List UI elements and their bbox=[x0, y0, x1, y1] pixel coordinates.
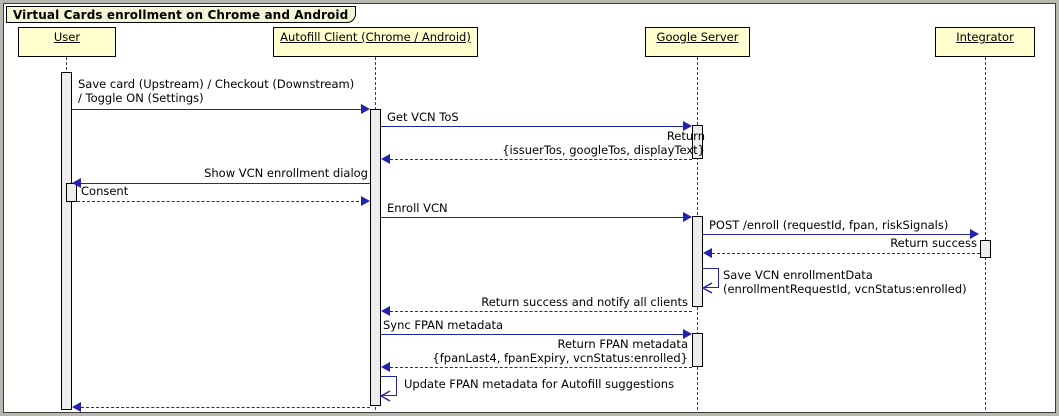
message-label-4: Show VCN enrollment dialog bbox=[204, 166, 368, 180]
message-arrowhead-13 bbox=[379, 390, 391, 402]
message-arrowhead-1 bbox=[361, 104, 370, 114]
message-label-8: Return success bbox=[890, 236, 977, 250]
participant-google-server-label: Google Server bbox=[656, 30, 739, 44]
diagram-title: Virtual Cards enrollment on Chrome and A… bbox=[6, 6, 357, 23]
message-arrowhead-11 bbox=[683, 329, 692, 339]
message-label-12: Return FPAN metadata {fpanLast4, fpanExp… bbox=[432, 337, 688, 365]
activation-server-sync bbox=[692, 333, 703, 367]
participant-google-server[interactable]: Google Server bbox=[645, 27, 750, 57]
message-line-5 bbox=[77, 201, 364, 202]
message-line-10 bbox=[390, 311, 692, 312]
message-label-9: Save VCN enrollmentData (enrollmentReque… bbox=[723, 268, 967, 296]
message-arrowhead-10 bbox=[381, 306, 390, 316]
message-arrowhead-2 bbox=[683, 121, 692, 131]
message-line-1 bbox=[72, 109, 364, 110]
message-label-1: Save card (Upstream) / Checkout (Downstr… bbox=[78, 77, 355, 105]
message-selfloop-9 bbox=[703, 268, 719, 288]
message-line-11 bbox=[381, 334, 683, 335]
lifeline-integrator bbox=[985, 57, 986, 410]
message-label-6: Enroll VCN bbox=[387, 201, 448, 215]
participant-user-label: User bbox=[53, 30, 81, 44]
activation-server-enroll bbox=[692, 216, 703, 307]
participant-integrator-label: Integrator bbox=[956, 30, 1014, 44]
message-arrowhead-12 bbox=[381, 362, 390, 372]
message-arrowhead-5 bbox=[361, 196, 370, 206]
message-label-7: POST /enroll (requestId, fpan, riskSigna… bbox=[709, 218, 949, 232]
message-line-6 bbox=[381, 217, 683, 218]
activation-client-main bbox=[370, 109, 381, 406]
message-line-12 bbox=[390, 367, 692, 368]
message-label-10: Return success and notify all clients bbox=[481, 295, 688, 309]
message-arrowhead-3 bbox=[381, 154, 390, 164]
message-selfloop-13 bbox=[381, 376, 397, 396]
diagram-inner-frame bbox=[3, 3, 1056, 413]
participant-autofill-client-label: Autofill Client (Chrome / Android) bbox=[280, 30, 471, 44]
message-label-3: Return {issuerTos, googleTos, displayTex… bbox=[502, 129, 705, 157]
participant-user[interactable]: User bbox=[18, 27, 116, 57]
message-label-11: Sync FPAN metadata bbox=[383, 318, 504, 332]
activation-user-consent bbox=[66, 183, 77, 202]
message-label-2: Get VCN ToS bbox=[387, 110, 459, 124]
message-arrowhead-8 bbox=[703, 248, 712, 258]
message-label-5: Consent bbox=[81, 184, 129, 198]
participant-autofill-client[interactable]: Autofill Client (Chrome / Android) bbox=[273, 27, 478, 57]
message-line-4 bbox=[81, 183, 370, 184]
message-arrowhead-14 bbox=[72, 402, 81, 412]
message-label-13: Update FPAN metadata for Autofill sugges… bbox=[404, 377, 675, 391]
participant-integrator[interactable]: Integrator bbox=[935, 27, 1035, 57]
message-line-7 bbox=[703, 234, 971, 235]
message-line-14 bbox=[81, 407, 370, 408]
activation-integrator bbox=[980, 240, 991, 258]
message-line-8 bbox=[712, 253, 980, 254]
message-arrowhead-9 bbox=[701, 282, 713, 294]
activation-user-main bbox=[61, 72, 72, 410]
message-line-2 bbox=[381, 126, 683, 127]
activation-server-tos bbox=[692, 125, 703, 159]
message-arrowhead-7 bbox=[970, 229, 979, 239]
message-line-3 bbox=[390, 159, 692, 160]
message-arrowhead-4 bbox=[72, 178, 81, 188]
message-arrowhead-6 bbox=[683, 212, 692, 222]
